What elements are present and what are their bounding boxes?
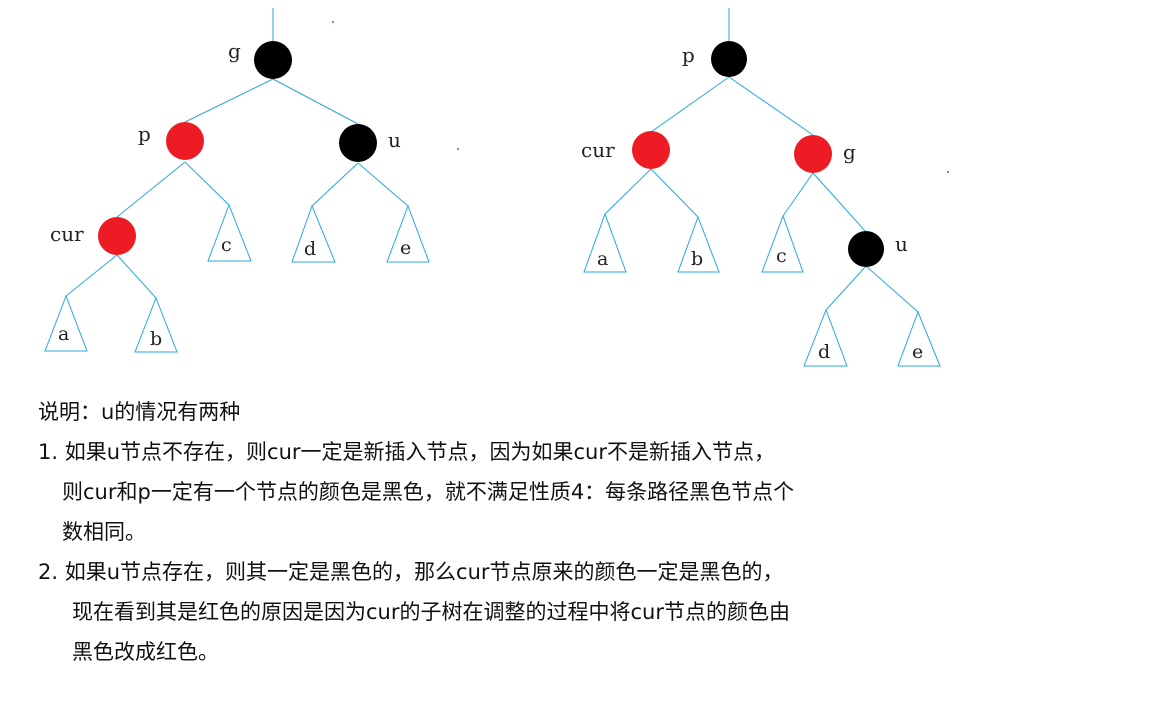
speck-2: [457, 148, 459, 150]
right-edge-p-cur: [650, 76, 730, 133]
left-label-u: u: [388, 128, 401, 152]
left-subtree-d: [291, 204, 336, 263]
left-label-cur: cur: [50, 222, 84, 246]
left-label-g: g: [228, 39, 241, 63]
right-node-cur: [632, 131, 670, 169]
right-subtree-c-label: c: [776, 245, 787, 267]
right-subtree-b: [677, 215, 720, 273]
notes-item1-line3: 数相同。: [62, 520, 146, 544]
rb-tree-diagrams: c d e a b g p u cur a: [44, 8, 949, 367]
left-edge-g-u: [272, 78, 359, 125]
left-subtree-c-label: c: [221, 234, 232, 256]
right-subtree-b-label: b: [691, 248, 703, 270]
left-subtree-c: [207, 203, 252, 262]
right-edge-cur-b: [650, 168, 699, 218]
left-label-p: p: [138, 122, 151, 146]
notes-item2-line2: 现在看到其是红色的原因是因为cur的子树在调整的过程中将cur节点的颜色由: [72, 600, 790, 624]
left-edge-cur-a: [65, 254, 118, 297]
right-subtree-c: [761, 214, 804, 273]
notes-item2-line3: 黑色改成红色。: [72, 640, 219, 664]
left-subtree-b-label: b: [150, 328, 162, 350]
left-subtree-b: [134, 296, 178, 353]
right-tree: a b c d e p cur g u: [581, 8, 949, 367]
right-subtree-a: [583, 212, 627, 273]
right-subtree-d: [803, 308, 848, 367]
right-label-cur: cur: [581, 138, 615, 162]
left-edge-p-cur: [116, 161, 186, 218]
left-edge-u-e: [357, 162, 409, 207]
right-node-p: [711, 41, 747, 77]
right-edge-p-g: [728, 76, 814, 136]
left-node-g: [254, 41, 292, 79]
right-edge-u-d: [825, 265, 867, 311]
right-edge-g-u: [812, 172, 867, 233]
right-node-u: [848, 231, 884, 267]
left-subtree-e-label: e: [400, 237, 411, 259]
explanation-notes: 说明：u的情况有两种 1. 如果u节点不存在，则cur一定是新插入节点，因为如果…: [38, 392, 1038, 672]
left-node-u: [339, 124, 377, 162]
notes-item2-line1: 2. 如果u节点存在，则其一定是黑色的，那么cur节点原来的颜色一定是黑色的，: [38, 560, 784, 584]
right-subtree-e-label: e: [912, 341, 923, 363]
left-edge-p-c: [184, 161, 230, 206]
left-node-cur: [98, 217, 136, 255]
left-subtree-a-label: a: [58, 323, 69, 345]
speck-1: [332, 21, 334, 23]
right-edge-cur-a: [604, 168, 652, 215]
right-edge-g-c: [782, 172, 814, 217]
notes-item1-line2: 则cur和p一定有一个节点的颜色是黑色，就不满足性质4：每条路径黑色节点个: [62, 480, 795, 504]
left-node-p: [166, 122, 204, 160]
right-edge-u-e: [865, 265, 919, 313]
right-node-g: [794, 135, 832, 173]
speck-3: [947, 171, 949, 173]
left-edge-u-d: [311, 162, 359, 207]
notes-heading: 说明：u的情况有两种: [38, 400, 241, 424]
right-label-u: u: [895, 232, 908, 256]
left-subtree-a: [44, 294, 88, 352]
left-edge-g-p: [184, 78, 274, 123]
right-label-g: g: [843, 140, 856, 164]
left-edge-cur-b: [116, 254, 157, 299]
notes-item1-line1: 1. 如果u节点不存在，则cur一定是新插入节点，因为如果cur不是新插入节点，: [38, 440, 775, 464]
left-subtree-e: [386, 204, 430, 263]
left-subtree-d-label: d: [304, 238, 316, 260]
right-subtree-d-label: d: [818, 341, 830, 363]
right-subtree-a-label: a: [597, 248, 608, 270]
left-tree: c d e a b g p u cur: [44, 8, 459, 353]
right-label-p: p: [682, 43, 695, 67]
right-subtree-e: [897, 310, 941, 367]
